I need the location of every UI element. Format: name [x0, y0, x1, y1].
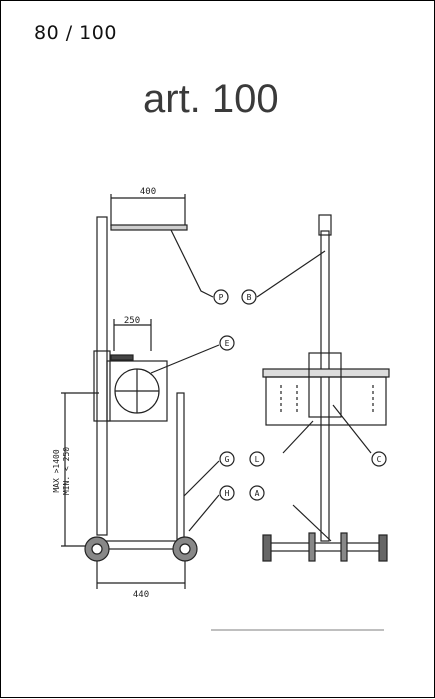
callout-circle-c: [371, 451, 387, 467]
side-bracket: [308, 352, 342, 418]
side-housing-top: [262, 368, 390, 378]
callout-circle-b: [241, 289, 257, 305]
dim-base-width: 440: [133, 590, 149, 600]
leader-g: [183, 460, 220, 497]
column-top-cap: [318, 214, 332, 236]
dim-height-max: MAX >1400: [52, 449, 61, 493]
leader-a: [292, 504, 332, 542]
main-column: [96, 216, 108, 536]
screen-handle: [110, 354, 134, 361]
leader-b: [256, 250, 326, 298]
callout-l: L: [255, 455, 260, 464]
leader-p: [170, 229, 214, 298]
callout-b: B: [247, 293, 252, 302]
side-wheel-left: [262, 534, 272, 562]
side-housing-body: [265, 376, 387, 426]
callout-e: E: [225, 339, 230, 348]
callout-circle-e: [219, 335, 235, 351]
dim-top-width: 400: [140, 187, 156, 197]
callout-circle-a: [249, 485, 265, 501]
side-wheel-right: [378, 534, 388, 562]
callout-a: A: [255, 489, 260, 498]
leader-h: [188, 494, 220, 532]
side-wheel-mid-1: [308, 532, 316, 562]
top-beam: [110, 224, 188, 231]
wheel-left-hub: [91, 543, 103, 555]
leader-l: [282, 420, 314, 454]
side-wheel-mid-2: [340, 532, 348, 562]
housing-bracket: [93, 350, 111, 422]
page-title: art. 100: [143, 77, 279, 121]
callout-g: G: [225, 455, 230, 464]
leader-e: [150, 344, 220, 374]
wheel-right-hub: [179, 543, 191, 555]
screen-box: [106, 360, 168, 422]
callout-circle-l: [249, 451, 265, 467]
dim-screen-width: 250: [124, 316, 140, 326]
page-counter: 80 / 100: [34, 22, 117, 44]
rear-post: [176, 392, 185, 544]
callout-c: C: [377, 455, 382, 464]
callout-circle-g: [219, 451, 235, 467]
side-column: [320, 230, 330, 542]
leader-c: [332, 404, 372, 454]
callout-p: P: [219, 293, 224, 302]
dim-height-min: MIN. < 250: [62, 447, 71, 495]
callout-circle-p: [213, 289, 229, 305]
side-base-bar: [268, 542, 382, 552]
callout-h: H: [225, 489, 230, 498]
callout-circle-h: [219, 485, 235, 501]
